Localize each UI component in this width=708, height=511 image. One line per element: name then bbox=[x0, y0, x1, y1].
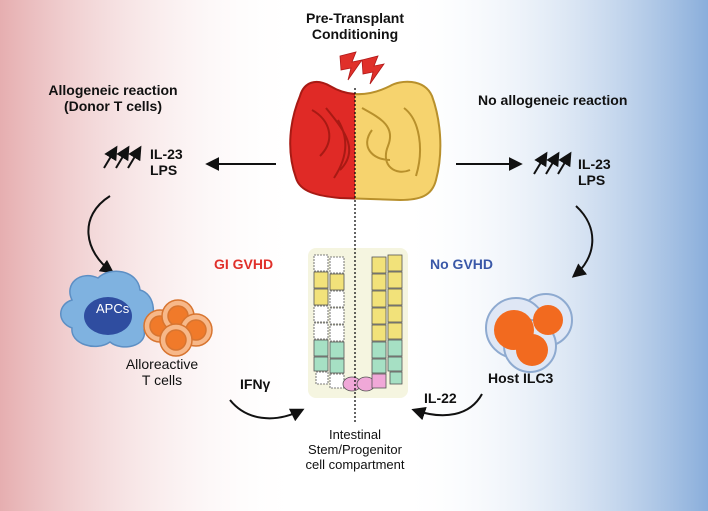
conditioning-label: Pre-Transplant Conditioning bbox=[280, 10, 430, 42]
left-cytokines: IL-23 LPS bbox=[150, 146, 183, 178]
stem-cell-compartment-label: Intestinal Stem/Progenitor cell compartm… bbox=[290, 427, 420, 473]
right-lps-label: LPS bbox=[578, 172, 606, 189]
right-title: No allogeneic reaction bbox=[478, 92, 628, 108]
tcells-line2: T cells bbox=[141, 372, 183, 389]
il22-arrow bbox=[411, 393, 483, 421]
ifng-label: IFNγ bbox=[240, 376, 271, 392]
compartment-line2: Stem/Progenitor bbox=[308, 441, 402, 457]
right-panel-bg bbox=[400, 0, 708, 511]
right-il23-label: IL-23 bbox=[578, 156, 611, 172]
right-cytokines: IL-23 LPS bbox=[578, 156, 611, 188]
compartment-line1: Intestinal bbox=[328, 427, 382, 442]
left-title-line1: Allogeneic reaction bbox=[48, 82, 178, 98]
left-il23-label: IL-23 bbox=[150, 146, 183, 162]
no-gvhd-label: No GVHD bbox=[430, 256, 493, 272]
colon-healthy-icon bbox=[355, 80, 442, 202]
left-lps-label: LPS bbox=[150, 162, 178, 179]
conditioning-line1: Pre-Transplant bbox=[305, 10, 405, 26]
arrow-to-ilc3 bbox=[571, 205, 594, 278]
left-title-line2: (Donor T cells) bbox=[63, 98, 162, 115]
increase-arrows-icon-left bbox=[103, 145, 142, 169]
increase-arrows-icon-right bbox=[533, 151, 572, 175]
intestinal-crypt-icon bbox=[308, 248, 408, 398]
ifng-arrow bbox=[229, 399, 305, 422]
tcell-cluster-icon bbox=[143, 299, 213, 357]
tcells-line1: Alloreactive bbox=[125, 356, 199, 372]
gi-gvhd-label: GI GVHD bbox=[214, 256, 274, 272]
tcells-label: Alloreactive T cells bbox=[112, 356, 212, 388]
left-title: Allogeneic reaction (Donor T cells) bbox=[28, 82, 198, 114]
ilc3-cell-icon bbox=[485, 293, 573, 373]
colon-damaged-icon bbox=[289, 80, 355, 200]
conditioning-line2: Conditioning bbox=[311, 26, 399, 43]
il22-label: IL-22 bbox=[424, 390, 457, 406]
lightning-icon bbox=[339, 51, 385, 85]
arrow-to-apcs bbox=[87, 195, 115, 274]
host-ilc3-label: Host ILC3 bbox=[488, 370, 554, 386]
compartment-line3: cell compartment bbox=[305, 456, 405, 472]
apcs-label: APCs bbox=[96, 301, 130, 316]
left-panel-bg bbox=[0, 0, 300, 511]
